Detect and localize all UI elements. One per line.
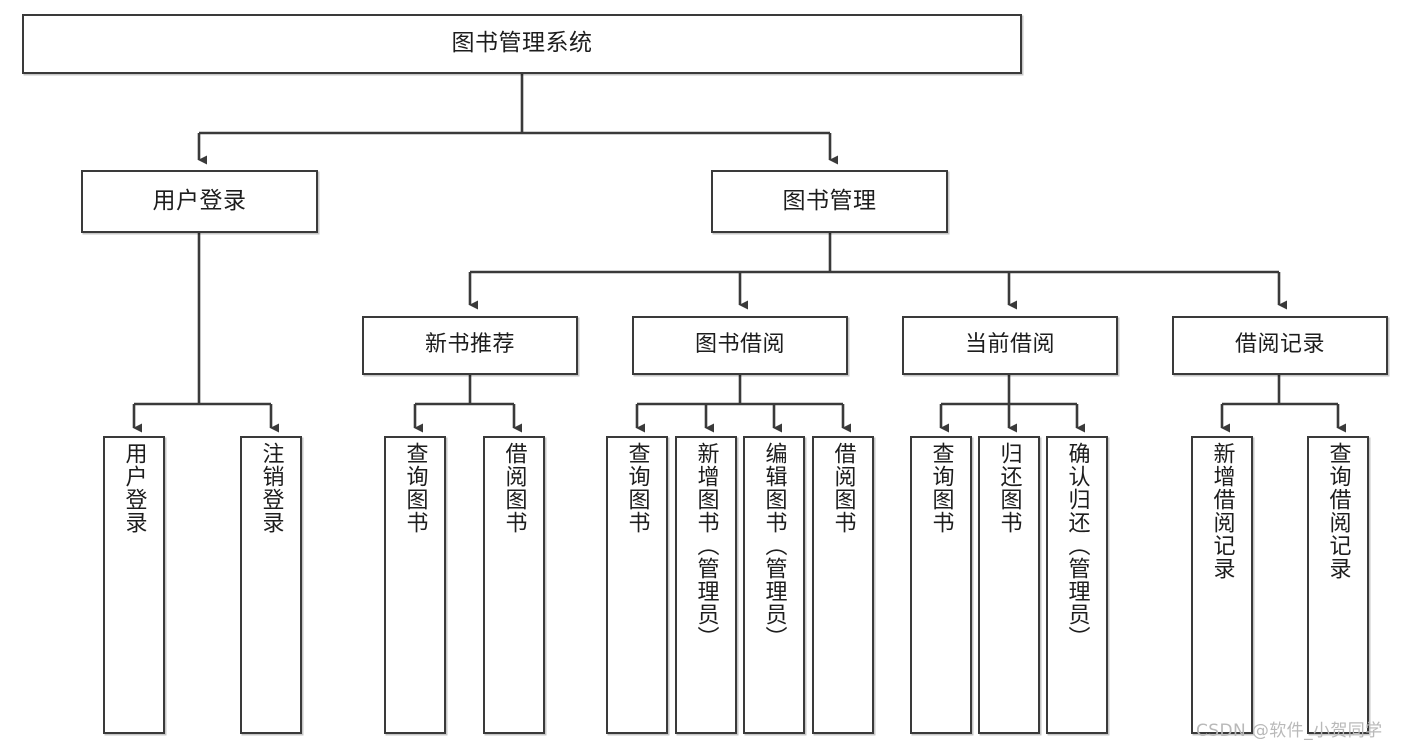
node-label: 用户登录 — [152, 187, 247, 214]
node-label: 确认归还（管理员） — [1064, 442, 1090, 649]
node-label: 编辑图书（管理员） — [761, 442, 787, 649]
csdn-watermark: CSDN @软件_小贺同学 — [1196, 721, 1383, 741]
node-label: 新书推荐 — [424, 332, 515, 358]
node-leaf-query-borrow-record[interactable]: 查询借阅记录 — [1307, 436, 1369, 734]
node-leaf-query-book-recommend[interactable]: 查询图书 — [384, 436, 446, 734]
node-label: 图书借阅 — [694, 332, 785, 358]
node-label: 查询图书 — [624, 442, 650, 534]
node-book-management[interactable]: 图书管理 — [711, 170, 948, 233]
node-leaf-return-book[interactable]: 归还图书 — [978, 436, 1040, 734]
node-book-borrow[interactable]: 图书借阅 — [632, 316, 848, 375]
node-label: 借阅图书 — [501, 442, 527, 534]
node-label: 注销登录 — [258, 442, 284, 534]
node-label: 查询图书 — [402, 442, 428, 534]
node-leaf-confirm-return-admin[interactable]: 确认归还（管理员） — [1046, 436, 1108, 734]
node-label: 图书管理系统 — [451, 30, 593, 57]
node-leaf-borrow-book[interactable]: 借阅图书 — [812, 436, 874, 734]
node-label: 用户登录 — [121, 442, 147, 534]
node-current-borrow[interactable]: 当前借阅 — [902, 316, 1118, 375]
node-label: 当前借阅 — [964, 332, 1055, 358]
node-leaf-add-borrow-record[interactable]: 新增借阅记录 — [1191, 436, 1253, 734]
node-label: 查询图书 — [928, 442, 954, 534]
node-new-book-recommend[interactable]: 新书推荐 — [362, 316, 578, 375]
node-label: 图书管理 — [782, 187, 877, 214]
node-leaf-query-book-borrow[interactable]: 查询图书 — [606, 436, 668, 734]
node-label: 归还图书 — [996, 442, 1022, 534]
node-label: 查询借阅记录 — [1325, 442, 1351, 580]
node-user-login[interactable]: 用户登录 — [81, 170, 318, 233]
node-label: 借阅记录 — [1234, 332, 1325, 358]
node-label: 新增图书（管理员） — [693, 442, 719, 649]
node-leaf-query-book-current[interactable]: 查询图书 — [910, 436, 972, 734]
node-leaf-add-book-admin[interactable]: 新增图书（管理员） — [675, 436, 737, 734]
node-borrow-record[interactable]: 借阅记录 — [1172, 316, 1388, 375]
node-leaf-user-login[interactable]: 用户登录 — [103, 436, 165, 734]
node-leaf-edit-book-admin[interactable]: 编辑图书（管理员） — [743, 436, 805, 734]
node-leaf-borrow-book-recommend[interactable]: 借阅图书 — [483, 436, 545, 734]
node-leaf-logout-login[interactable]: 注销登录 — [240, 436, 302, 734]
node-root-book-management-system[interactable]: 图书管理系统 — [22, 14, 1022, 74]
node-label: 借阅图书 — [830, 442, 856, 534]
node-label: 新增借阅记录 — [1209, 442, 1235, 580]
